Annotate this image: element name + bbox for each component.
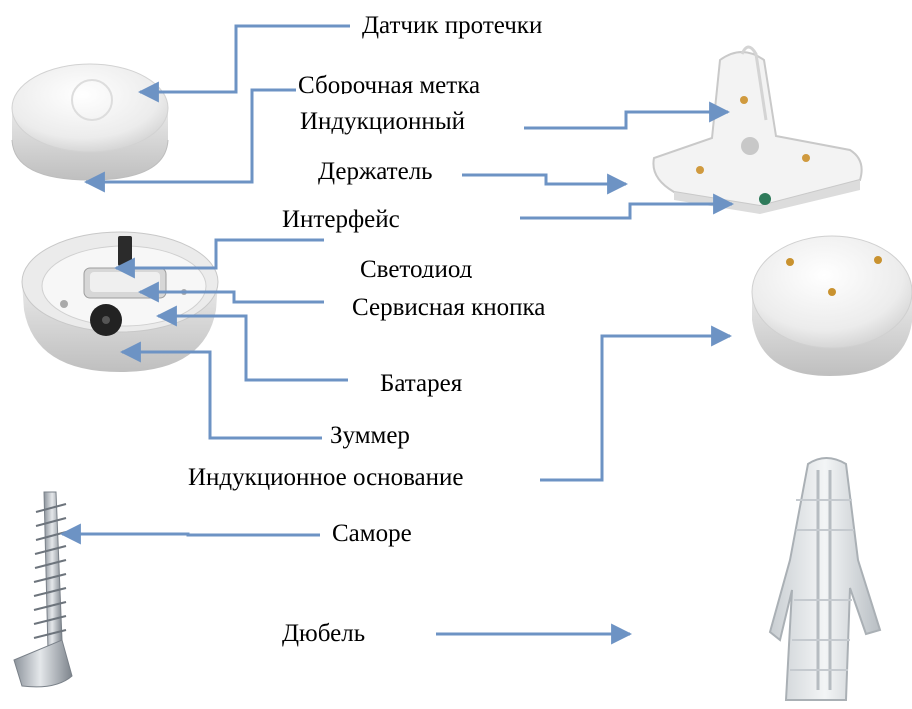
label-assembly-mark: Сборочная метка — [298, 72, 480, 94]
label-interface: Интерфейс — [282, 206, 400, 234]
label-holder: Держатель — [318, 158, 433, 186]
label-buzzer: Зуммер — [330, 422, 410, 450]
leader-screw — [62, 534, 320, 535]
induction-base-image — [752, 236, 912, 376]
label-battery: Батарея — [380, 370, 462, 398]
leader-holder — [462, 175, 626, 184]
label-dowel: Дюбель — [282, 620, 365, 648]
screw-image — [14, 492, 72, 687]
leader-interface — [520, 204, 732, 218]
label-leak-sensor: Датчик протечки — [362, 12, 542, 40]
holder-image — [653, 47, 861, 214]
label-service-button: Сервисная кнопка — [352, 294, 545, 322]
label-led: Светодиод — [360, 256, 472, 278]
leader-induction — [524, 112, 728, 128]
leak-sensor-image — [12, 64, 168, 180]
label-induction: Индукционный — [300, 108, 465, 136]
label-screw: Саморе — [332, 520, 412, 548]
dowel-image — [770, 458, 880, 700]
label-induction-base: Индукционное основание — [188, 464, 464, 492]
leader-induction-base — [540, 336, 730, 480]
